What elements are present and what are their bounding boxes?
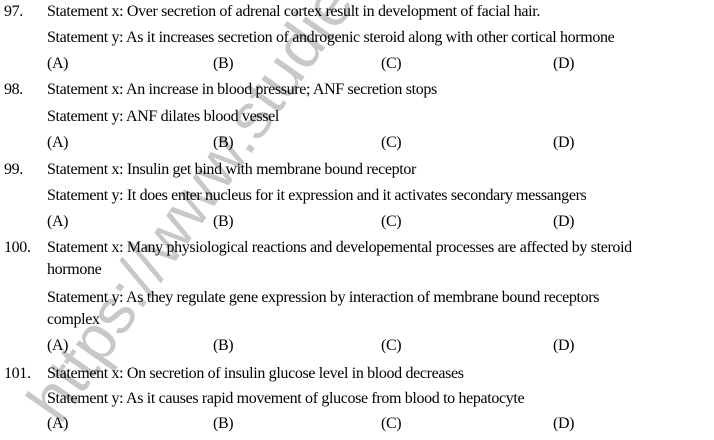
option-a[interactable]: (A) — [47, 337, 69, 354]
statement-y: Statement y: As it increases secretion o… — [47, 29, 615, 46]
statement-x: Statement x: Many physiological reaction… — [47, 239, 632, 256]
question-number: 98. — [4, 81, 23, 98]
option-a[interactable]: (A) — [47, 134, 69, 151]
option-b[interactable]: (B) — [213, 213, 234, 230]
question-number: 100. — [4, 239, 31, 256]
option-d[interactable]: (D) — [553, 55, 575, 72]
option-b[interactable]: (B) — [213, 134, 234, 151]
question-number: 101. — [4, 365, 31, 382]
option-b[interactable]: (B) — [213, 337, 234, 354]
statement-y: Statement y: As they regulate gene expre… — [47, 289, 600, 306]
statement-y: Statement y: It does enter nucleus for i… — [47, 187, 587, 204]
option-c[interactable]: (C) — [381, 134, 402, 151]
statement-x: Statement x: Insulin get bind with membr… — [47, 161, 416, 178]
option-c[interactable]: (C) — [381, 55, 402, 72]
option-d[interactable]: (D) — [553, 415, 575, 432]
option-a[interactable]: (A) — [47, 55, 69, 72]
question-number: 99. — [4, 161, 23, 178]
option-c[interactable]: (C) — [381, 213, 402, 230]
statement-x: Statement x: An increase in blood pressu… — [47, 81, 437, 98]
option-d[interactable]: (D) — [553, 213, 575, 230]
option-c[interactable]: (C) — [381, 337, 402, 354]
option-a[interactable]: (A) — [47, 415, 69, 432]
statement-y: Statement y: As it causes rapid movement… — [47, 390, 525, 407]
option-d[interactable]: (D) — [553, 337, 575, 354]
statement-x: Statement x: Over secretion of adrenal c… — [47, 3, 540, 20]
statement-x-continuation: hormone — [47, 261, 102, 278]
statement-x: Statement x: On secretion of insulin glu… — [47, 365, 464, 382]
option-b[interactable]: (B) — [213, 55, 234, 72]
statement-y: Statement y: ANF dilates blood vessel — [47, 108, 279, 125]
option-a[interactable]: (A) — [47, 213, 69, 230]
statement-y-continuation: complex — [47, 311, 100, 328]
option-b[interactable]: (B) — [213, 415, 234, 432]
option-c[interactable]: (C) — [381, 415, 402, 432]
question-number: 97. — [4, 3, 23, 20]
option-d[interactable]: (D) — [553, 134, 575, 151]
